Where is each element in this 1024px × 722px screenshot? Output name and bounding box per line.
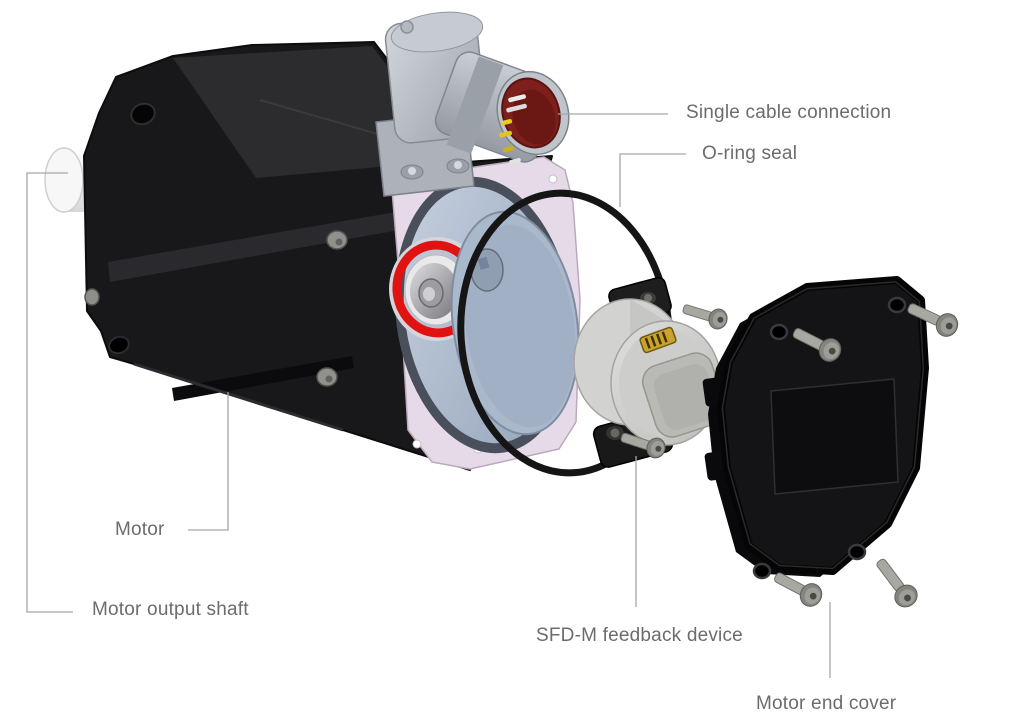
leader-motor (188, 392, 229, 531)
connector-pins (499, 94, 527, 164)
housing-highlight (108, 212, 399, 282)
connector-plug-face (496, 70, 570, 164)
label-motor-end-cover: Motor end cover (756, 693, 897, 714)
mounting-ear-hole (130, 102, 156, 126)
housing-screw (326, 230, 348, 250)
cover-screw (792, 328, 842, 362)
feedback-housing (573, 298, 727, 446)
end-cover-bolt-hole (752, 296, 907, 580)
motor-end-cover (702, 276, 959, 608)
feedback-screw (682, 304, 728, 330)
flange-bolt-hole (412, 439, 422, 449)
single-cable-connector (375, 11, 570, 197)
leader-motor-output-shaft (26, 172, 73, 613)
cover-screw (907, 303, 959, 337)
label-sfd-m-feedback-device: SFD-M feedback device (536, 625, 743, 646)
label-motor-output-shaft: Motor output shaft (92, 599, 249, 620)
housing-screw (84, 288, 100, 306)
cover-screw (876, 558, 918, 608)
label-motor: Motor (115, 519, 165, 540)
motor-cavity (389, 176, 580, 454)
leader-o-ring-seal (619, 153, 686, 207)
motor-rear-flange (389, 156, 581, 470)
label-o-ring-seal: O-ring seal (702, 143, 798, 164)
end-cover-recess (770, 378, 899, 495)
cover-screw (774, 572, 823, 607)
connector-cap (390, 11, 484, 53)
feedback-connector-port (639, 326, 677, 354)
sfd-m-feedback-device (573, 276, 728, 468)
connector-collar (446, 56, 504, 154)
label-single-cable-connection: Single cable connection (686, 102, 892, 123)
housing-screw (316, 367, 338, 387)
mounting-ear-hole (108, 335, 130, 355)
flange-bolt-hole (548, 174, 558, 184)
feedback-screw (620, 432, 666, 459)
leader-lines (26, 113, 831, 678)
